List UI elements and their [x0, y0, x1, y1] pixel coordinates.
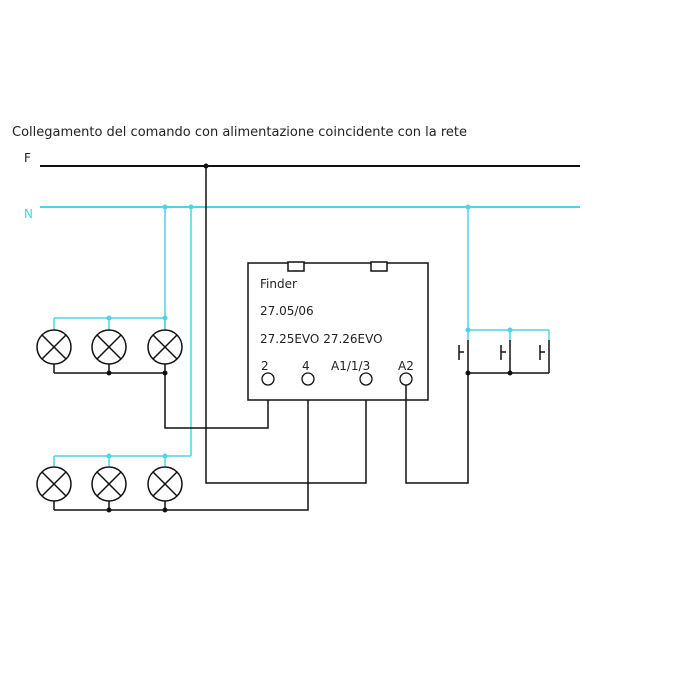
lamp-icon: [36, 466, 72, 502]
lower-lamp-group: [36, 453, 191, 513]
terminal-a2: [399, 372, 413, 386]
phase-label: F: [24, 151, 31, 165]
diagram-title: Collegamento del comando con alimentazio…: [12, 125, 467, 140]
lamp-icon: [36, 329, 72, 365]
terminal-a1: [359, 372, 373, 386]
neutral-label: N: [24, 207, 33, 221]
pushbutton-group: [458, 327, 550, 376]
terminal-label-a1: A1/1/3: [331, 359, 370, 373]
lamp-icon: [147, 466, 183, 502]
terminal-label-a2: A2: [398, 359, 414, 373]
relay-model-2: 27.25EVO 27.26EVO: [260, 332, 383, 346]
terminal-4: [301, 372, 315, 386]
terminal-label-2: 2: [261, 359, 269, 373]
upper-lamp-group: [36, 315, 183, 376]
lower-lamps-to-terminal-4-wire: [165, 385, 309, 511]
pushbutton-icon: [500, 340, 511, 373]
relay-module: Finder 27.05/06 27.25EVO 27.26EVO 2 4 A1…: [247, 261, 429, 401]
pushbuttons-to-a2-wire: [405, 373, 469, 484]
relay-model-1: 27.05/06: [260, 304, 314, 318]
phase-to-a1-wire: [205, 166, 367, 484]
pushbutton-icon: [539, 340, 550, 373]
upper-lamps-to-terminal-2-wire: [164, 373, 269, 429]
terminal-label-4: 4: [302, 359, 310, 373]
lamp-icon: [147, 329, 183, 365]
lamp-icon: [91, 466, 127, 502]
lamp-icon: [91, 329, 127, 365]
relay-brand: Finder: [260, 277, 297, 291]
terminal-2: [261, 372, 275, 386]
pushbutton-icon: [458, 340, 469, 373]
